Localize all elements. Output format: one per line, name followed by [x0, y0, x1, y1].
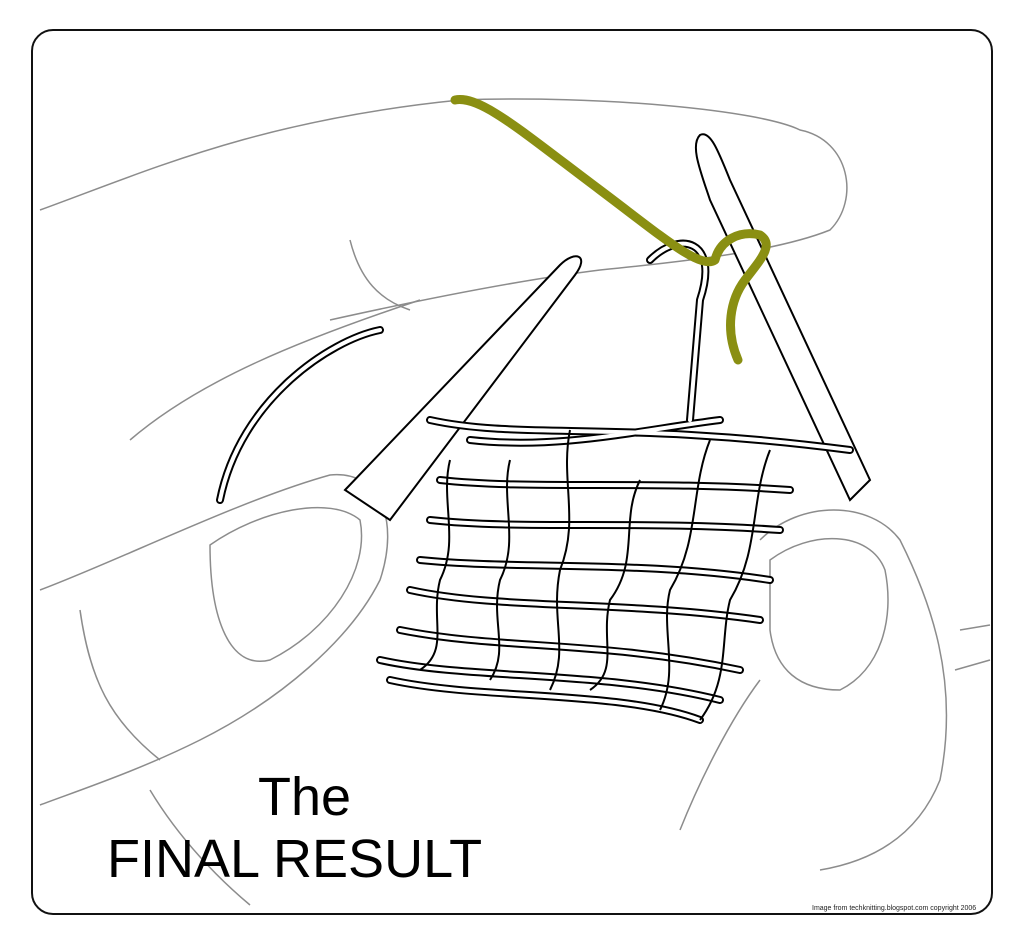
- right-hand-edge: [954, 624, 991, 671]
- credit-text: Image from techknitting.blogspot.com cop…: [812, 905, 977, 912]
- right-thumbnail: [769, 537, 889, 691]
- working-yarn: [450, 95, 771, 365]
- right-needle: [694, 133, 872, 502]
- left-thumb: [39, 474, 389, 806]
- stitch-columns: [419, 429, 771, 721]
- left-needle: [343, 255, 583, 522]
- title-line-2: FINAL RESULT: [107, 829, 483, 889]
- hands-outline: [39, 98, 991, 906]
- left-hand-finger: [129, 239, 421, 441]
- illustration-frame: [31, 29, 993, 915]
- title-line-1: The: [258, 767, 352, 827]
- needles: [343, 133, 872, 522]
- right-thumb: [679, 509, 948, 871]
- left-thumbnail: [209, 506, 363, 662]
- left-lower-finger: [79, 609, 251, 906]
